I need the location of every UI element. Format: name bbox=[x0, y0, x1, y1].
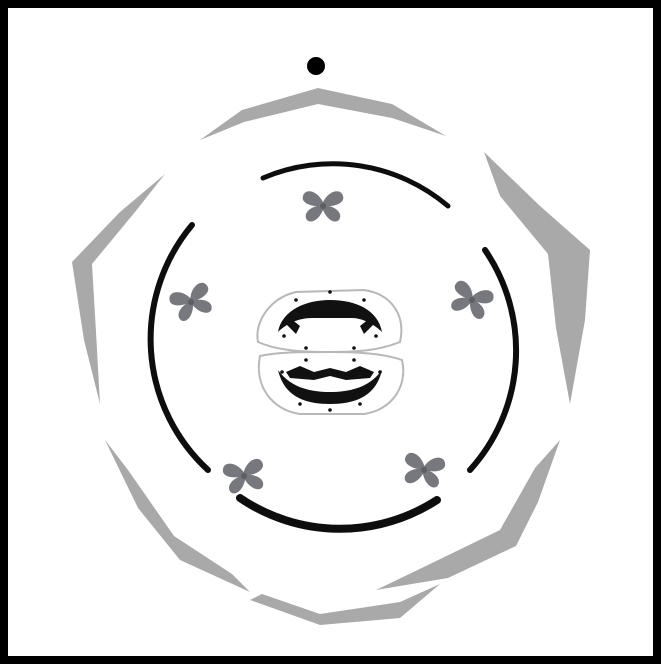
gray-petal-center-4 bbox=[241, 473, 247, 479]
top-black-dot bbox=[307, 57, 325, 75]
gray-petal-center-1 bbox=[320, 203, 326, 209]
gray-petal-center-5 bbox=[421, 467, 427, 473]
gray-petal-center-3 bbox=[469, 297, 475, 303]
gray-petal-center-2 bbox=[188, 299, 194, 305]
